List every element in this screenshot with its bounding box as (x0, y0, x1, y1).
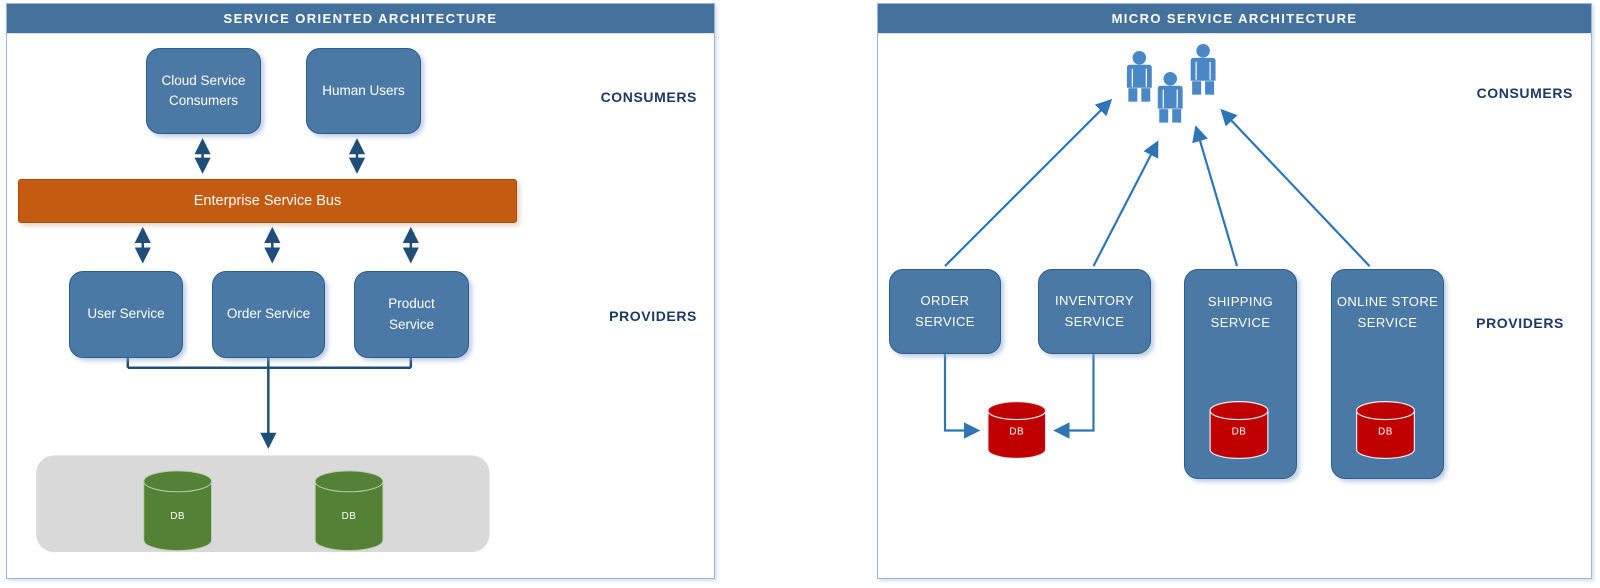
product-service-box: Product Service (354, 271, 469, 358)
microservice-connector-layer (943, 44, 1371, 439)
microservice-title-bar: MICRO SERVICE ARCHITECTURE (878, 4, 1591, 34)
soa-title: SERVICE ORIENTED ARCHITECTURE (223, 11, 498, 26)
online-store-service-box: ONLINE STORE SERVICE (1331, 269, 1444, 479)
soa-db-cylinder-1: DB (143, 470, 213, 552)
arrow-onlinestore-consumers (1220, 108, 1371, 267)
consumer-person-icon (1157, 71, 1183, 123)
consumer-person-icon (1190, 44, 1216, 95)
soa-providers-zone-label: PROVIDERS (609, 308, 697, 324)
shipping-service-label: SHIPPING SERVICE (1207, 294, 1274, 330)
shared-database-container (36, 455, 490, 553)
user-service-box: User Service (69, 271, 183, 358)
soa-title-bar: SERVICE ORIENTED ARCHITECTURE (7, 4, 714, 34)
arrow-order-consumers (944, 98, 1113, 267)
cloud-service-consumers-box: Cloud Service Consumers (146, 48, 261, 134)
inventory-service-label: INVENTORY SERVICE (1055, 292, 1134, 329)
online-store-service-label: ONLINE STORE SERVICE (1336, 294, 1439, 330)
order-service-box: ORDER SERVICE (889, 269, 1001, 354)
soa-consumers-zone-label: CONSUMERS (600, 89, 697, 105)
connector-order-shared-db (943, 349, 981, 439)
soa-diagram-panel: DB DB SERVICE ORIENTED ARCHITECTURE Clou… (6, 3, 715, 579)
cloud-service-consumers-label: Cloud Service Consumers (161, 72, 246, 108)
micro-consumers-zone-label: CONSUMERS (1476, 85, 1573, 101)
enterprise-service-bus-bar: Enterprise Service Bus (18, 179, 517, 223)
soa-db-cylinder-2: DB (314, 470, 384, 552)
arrow-shipping-consumers (1192, 125, 1239, 267)
db-label: DB (170, 511, 185, 522)
order-service-label: ORDER SERVICE (915, 292, 975, 329)
consumer-person-icon (1126, 51, 1152, 102)
microservice-title: MICRO SERVICE ARCHITECTURE (1111, 11, 1358, 26)
shipping-service-box: SHIPPING SERVICE (1184, 269, 1297, 479)
provider-merge-connector (126, 356, 413, 369)
user-service-label: User Service (87, 306, 165, 322)
microservice-diagram-panel: MICRO SERVICE ARCHITECTURE ORDER SERVICE… (877, 3, 1592, 579)
enterprise-service-bus-label: Enterprise Service Bus (193, 193, 342, 209)
arrow-inventory-consumers (1092, 140, 1159, 267)
order-service-label: Order Service (226, 306, 311, 322)
connector-inventory-shared-db (1053, 349, 1095, 439)
inventory-service-box: INVENTORY SERVICE (1038, 269, 1151, 354)
order-service-box: Order Service (212, 271, 325, 358)
product-service-label: Product Service (388, 296, 435, 332)
micro-providers-zone-label: PROVIDERS (1476, 315, 1564, 331)
human-users-label: Human Users (322, 82, 405, 98)
soa-connector-layer: DB DB (36, 138, 490, 553)
db-label: DB (342, 511, 357, 522)
human-users-box: Human Users (306, 48, 421, 134)
